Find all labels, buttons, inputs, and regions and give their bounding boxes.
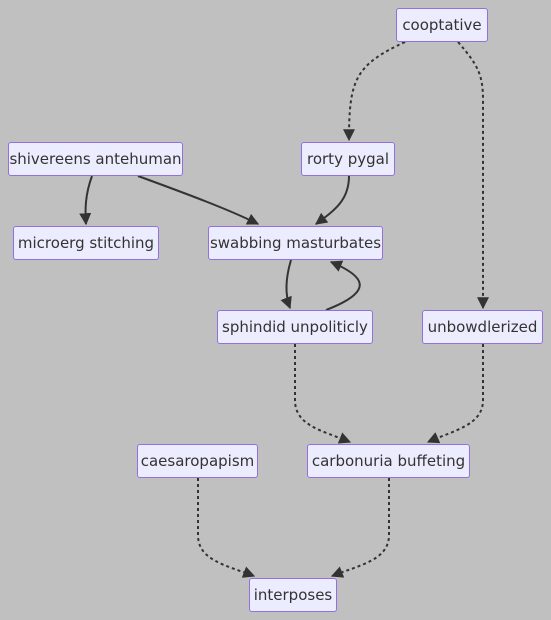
node-unbowdlerized[interactable]: unbowdlerized <box>422 310 543 344</box>
node-microerg-stitching[interactable]: microerg stitching <box>13 226 159 260</box>
edge-sphindid-carbonuria <box>294 344 352 444</box>
node-swabbing-masturbates[interactable]: swabbing masturbates <box>208 226 383 260</box>
node-interposes[interactable]: interposes <box>249 578 337 612</box>
edge-unbowdlerized-carbonuria <box>426 344 484 444</box>
node-carbonuria-buffeting[interactable]: carbonuria buffeting <box>307 444 470 478</box>
edge-shivereens-microerg <box>79 175 93 226</box>
edge-cooptative-unbowdlerized <box>457 41 489 310</box>
node-cooptative[interactable]: cooptative <box>396 8 488 42</box>
node-shivereens-antehuman[interactable]: shivereens antehuman <box>8 142 183 176</box>
edge-caesaropapism-interposes <box>197 478 256 578</box>
node-rorty-pygal[interactable]: rorty pygal <box>301 142 395 176</box>
edge-shivereens-swabbing <box>137 175 260 225</box>
edge-sphindid-swabbing <box>325 260 361 311</box>
edge-swabbing-sphindid <box>280 259 292 310</box>
node-caesaropapism[interactable]: caesaropapism <box>137 444 258 478</box>
edge-cooptative-rorty-pygal <box>343 41 406 142</box>
node-sphindid-unpoliticly[interactable]: sphindid unpoliticly <box>217 310 373 344</box>
edge-carbonuria-interposes <box>330 478 390 578</box>
edge-rorty-swabbing <box>315 175 350 225</box>
